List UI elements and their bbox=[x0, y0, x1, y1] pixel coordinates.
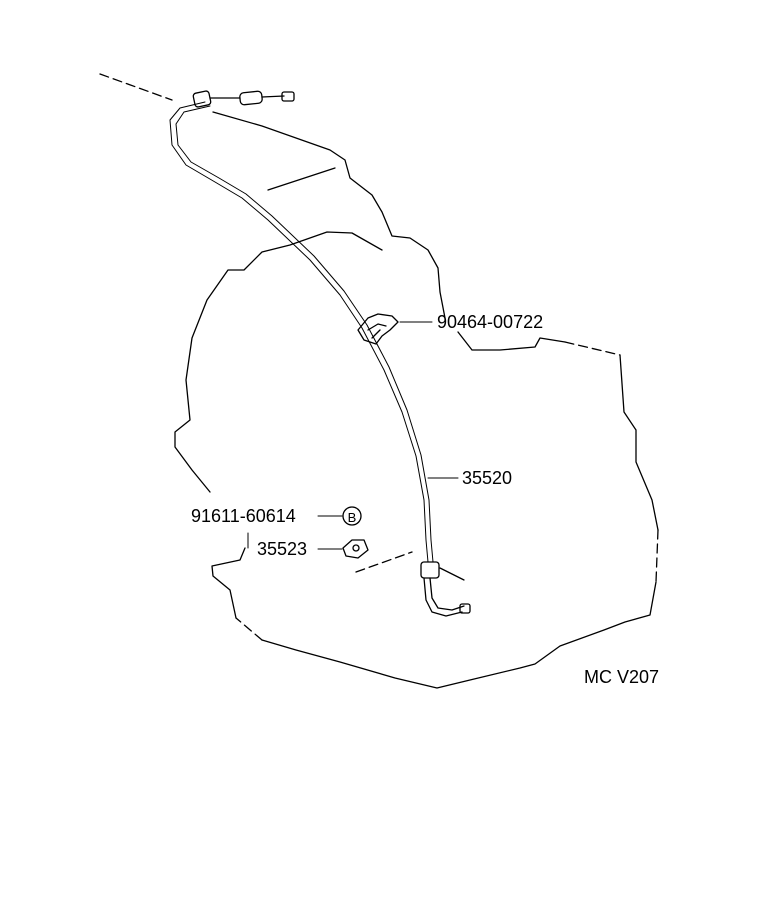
callout-bolt: 91611-60614 bbox=[191, 506, 296, 526]
callout-bracket: 35523 bbox=[257, 539, 307, 559]
figure-code: MC V207 bbox=[584, 667, 659, 687]
bolt-symbol: B bbox=[342, 506, 362, 526]
callout-clip: 90464-00722 bbox=[437, 312, 543, 332]
callout-cable: 35520 bbox=[462, 468, 512, 488]
transmission-outline bbox=[174, 111, 659, 689]
bolt-symbol-letter: B bbox=[348, 510, 357, 525]
throttle-cable bbox=[99, 73, 471, 617]
bracket-part bbox=[342, 539, 369, 559]
cable-clip bbox=[357, 313, 399, 345]
leader-lines bbox=[247, 321, 459, 550]
